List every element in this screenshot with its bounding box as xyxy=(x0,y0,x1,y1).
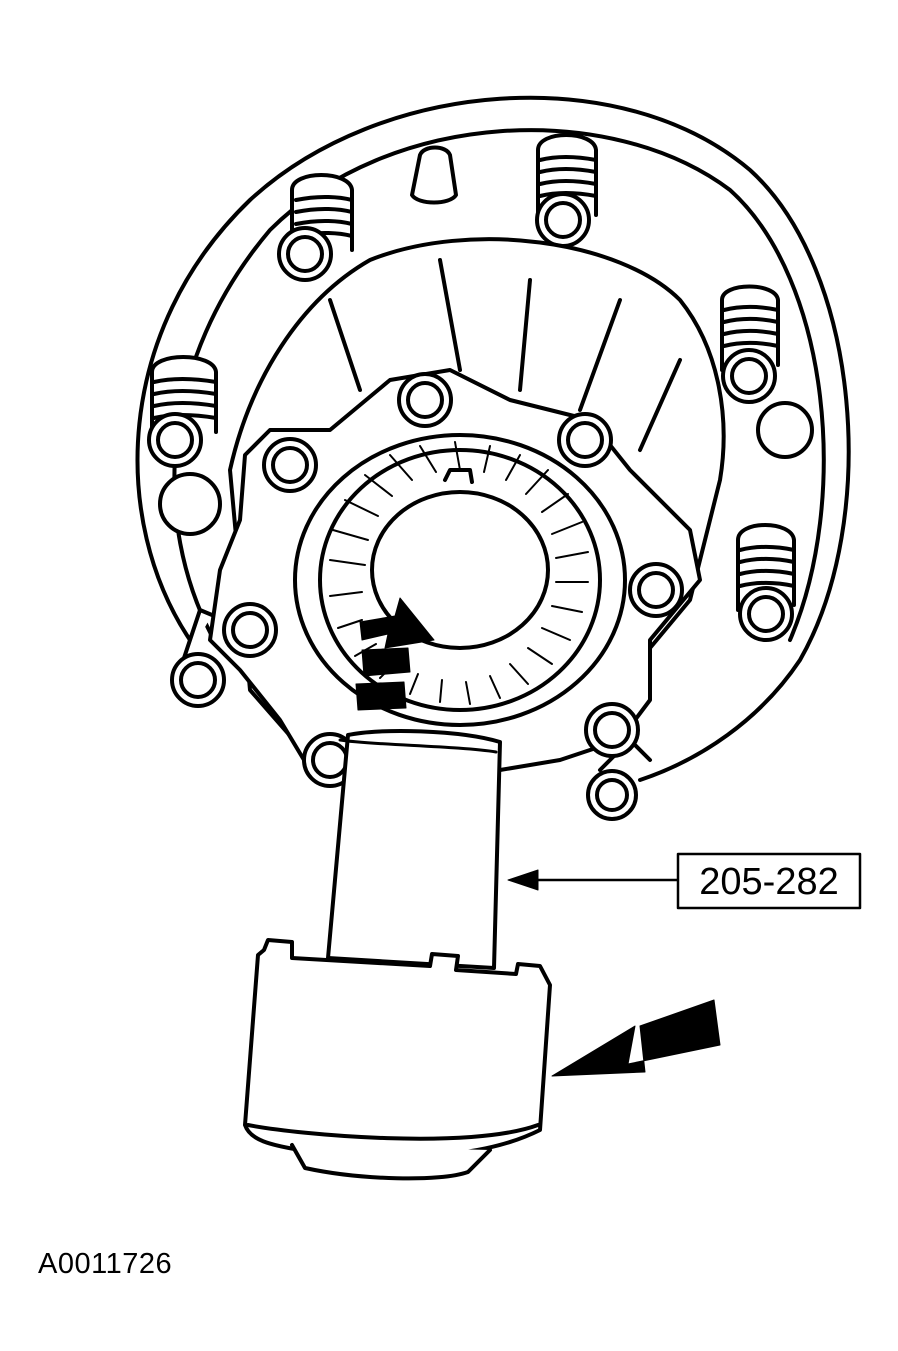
special-tool-handle xyxy=(243,938,552,1158)
flange-hole xyxy=(158,472,222,536)
handle-end xyxy=(246,1123,540,1141)
callout-arrowhead xyxy=(507,869,539,891)
callout-box xyxy=(676,852,862,910)
flange-bolt xyxy=(262,437,318,493)
wheel-stud xyxy=(736,523,796,642)
pilot-pin xyxy=(410,145,458,205)
flange-bolt xyxy=(222,602,278,658)
shaft-line xyxy=(338,738,498,754)
wheel-stud xyxy=(170,608,226,708)
wheel-stud xyxy=(720,284,780,404)
flange-bolt xyxy=(628,562,684,618)
flange-bolt xyxy=(397,372,453,428)
rotation-arrow xyxy=(551,999,721,1077)
hub-web xyxy=(328,258,682,452)
thrust-arrow xyxy=(355,597,435,711)
figure-id: A0011726 xyxy=(38,1248,173,1280)
flange-bolt xyxy=(584,702,640,758)
hub-bore xyxy=(370,490,550,650)
callout-label: 205-282 xyxy=(699,861,838,903)
bore-keyway xyxy=(443,468,474,484)
wheel-stud xyxy=(277,173,354,282)
flange-hole xyxy=(756,401,814,459)
special-tool-shaft xyxy=(326,728,502,970)
wheel-stud xyxy=(147,355,218,468)
handle-base xyxy=(290,1143,492,1181)
flange-bolt xyxy=(557,412,613,468)
wheel-stud xyxy=(586,738,652,821)
wheel-stud xyxy=(535,133,598,248)
